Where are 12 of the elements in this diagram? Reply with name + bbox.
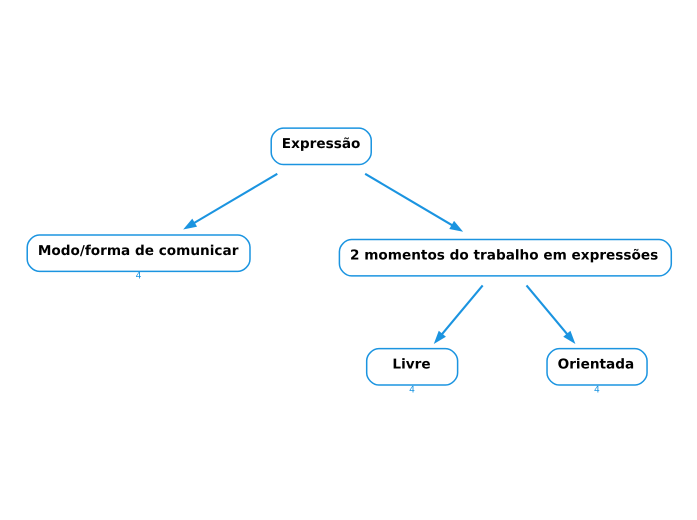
node-box: Modo/forma de comunicar — [26, 234, 251, 272]
arrow — [434, 284, 484, 344]
node-label: 4 — [594, 385, 600, 396]
arrow — [364, 172, 464, 232]
node-box: 2 momentos do trabalho em expressões — [338, 238, 672, 277]
node-label: 4 — [409, 385, 415, 396]
arrow — [183, 172, 278, 230]
node-label: 4 — [136, 272, 142, 282]
arrow — [526, 284, 576, 344]
node-box: Orientada — [546, 348, 648, 386]
node-box: Livre — [366, 348, 458, 386]
node-box: Expressão — [270, 127, 372, 166]
